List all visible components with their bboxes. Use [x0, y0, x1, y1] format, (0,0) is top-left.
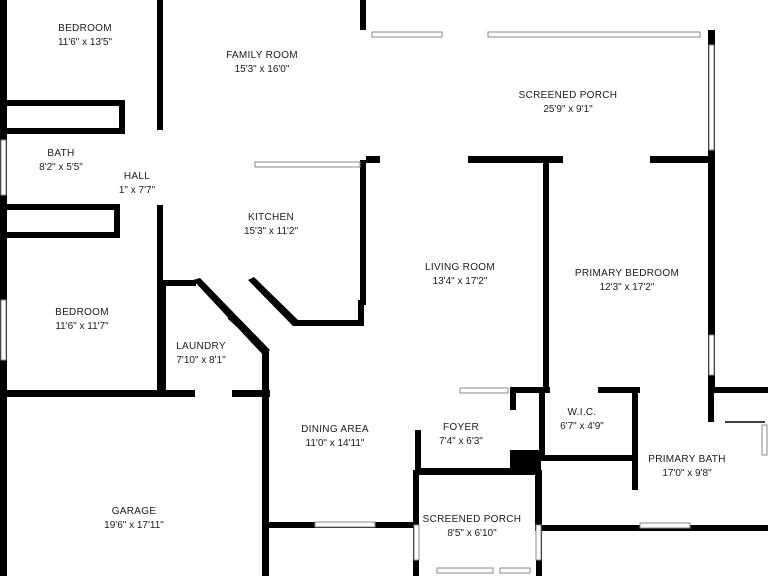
screened-porch-2-dims: 8'5" x 6'10" — [447, 528, 497, 539]
primary-bath-dims: 17'0" x 9'8" — [662, 468, 712, 479]
door-lines — [227, 317, 765, 423]
screened-porch-1-dims: 25'9" x 9'1" — [543, 104, 593, 115]
primary-bedroom-name: PRIMARY BEDROOM — [575, 268, 679, 279]
garage-dims: 19'6" x 17'11" — [104, 520, 164, 531]
living-room-name: LIVING ROOM — [425, 262, 495, 273]
bath-name: BATH — [47, 148, 74, 159]
living-room-dims: 13'4" x 17'2" — [433, 276, 488, 287]
hall-dims: 1" x 7'7" — [119, 185, 156, 196]
room-labels: BEDROOM 11'6" x 13'5" FAMILY ROOM 15'3" … — [39, 23, 726, 539]
primary-bedroom-dims: 12'3" x 17'2" — [600, 282, 655, 293]
bedroom-2-dims: 11'6" x 11'7" — [55, 321, 109, 332]
family-room-dims: 15'3" x 16'0" — [235, 64, 290, 75]
windows — [0, 31, 768, 574]
hall-name: HALL — [124, 171, 150, 182]
kitchen-name: KITCHEN — [248, 212, 294, 223]
family-room-name: FAMILY ROOM — [226, 50, 298, 61]
dining-area-name: DINING AREA — [301, 424, 369, 435]
wic-dims: 6'7" x 4'9" — [560, 421, 604, 432]
foyer-dims: 7'4" x 6'3" — [439, 436, 483, 447]
screened-porch-2-name: SCREENED PORCH — [423, 514, 522, 525]
screened-porch-1-name: SCREENED PORCH — [519, 90, 618, 101]
bedroom-2-name: BEDROOM — [55, 307, 109, 318]
dining-area-dims: 11'0" x 14'11" — [306, 438, 365, 449]
garage-name: GARAGE — [112, 506, 157, 517]
primary-bath-name: PRIMARY BATH — [648, 454, 726, 465]
laundry-dims: 7'10" x 8'1" — [176, 355, 226, 366]
bath-dims: 8'2" x 5'5" — [39, 162, 83, 173]
laundry-name: LAUNDRY — [176, 341, 226, 352]
kitchen-dims: 15'3" x 11'2" — [244, 226, 299, 237]
bedroom-1-name: BEDROOM — [58, 23, 112, 34]
foyer-name: FOYER — [443, 422, 479, 433]
bedroom-1-dims: 11'6" x 13'5" — [58, 37, 113, 48]
wic-name: W.I.C. — [567, 407, 596, 418]
